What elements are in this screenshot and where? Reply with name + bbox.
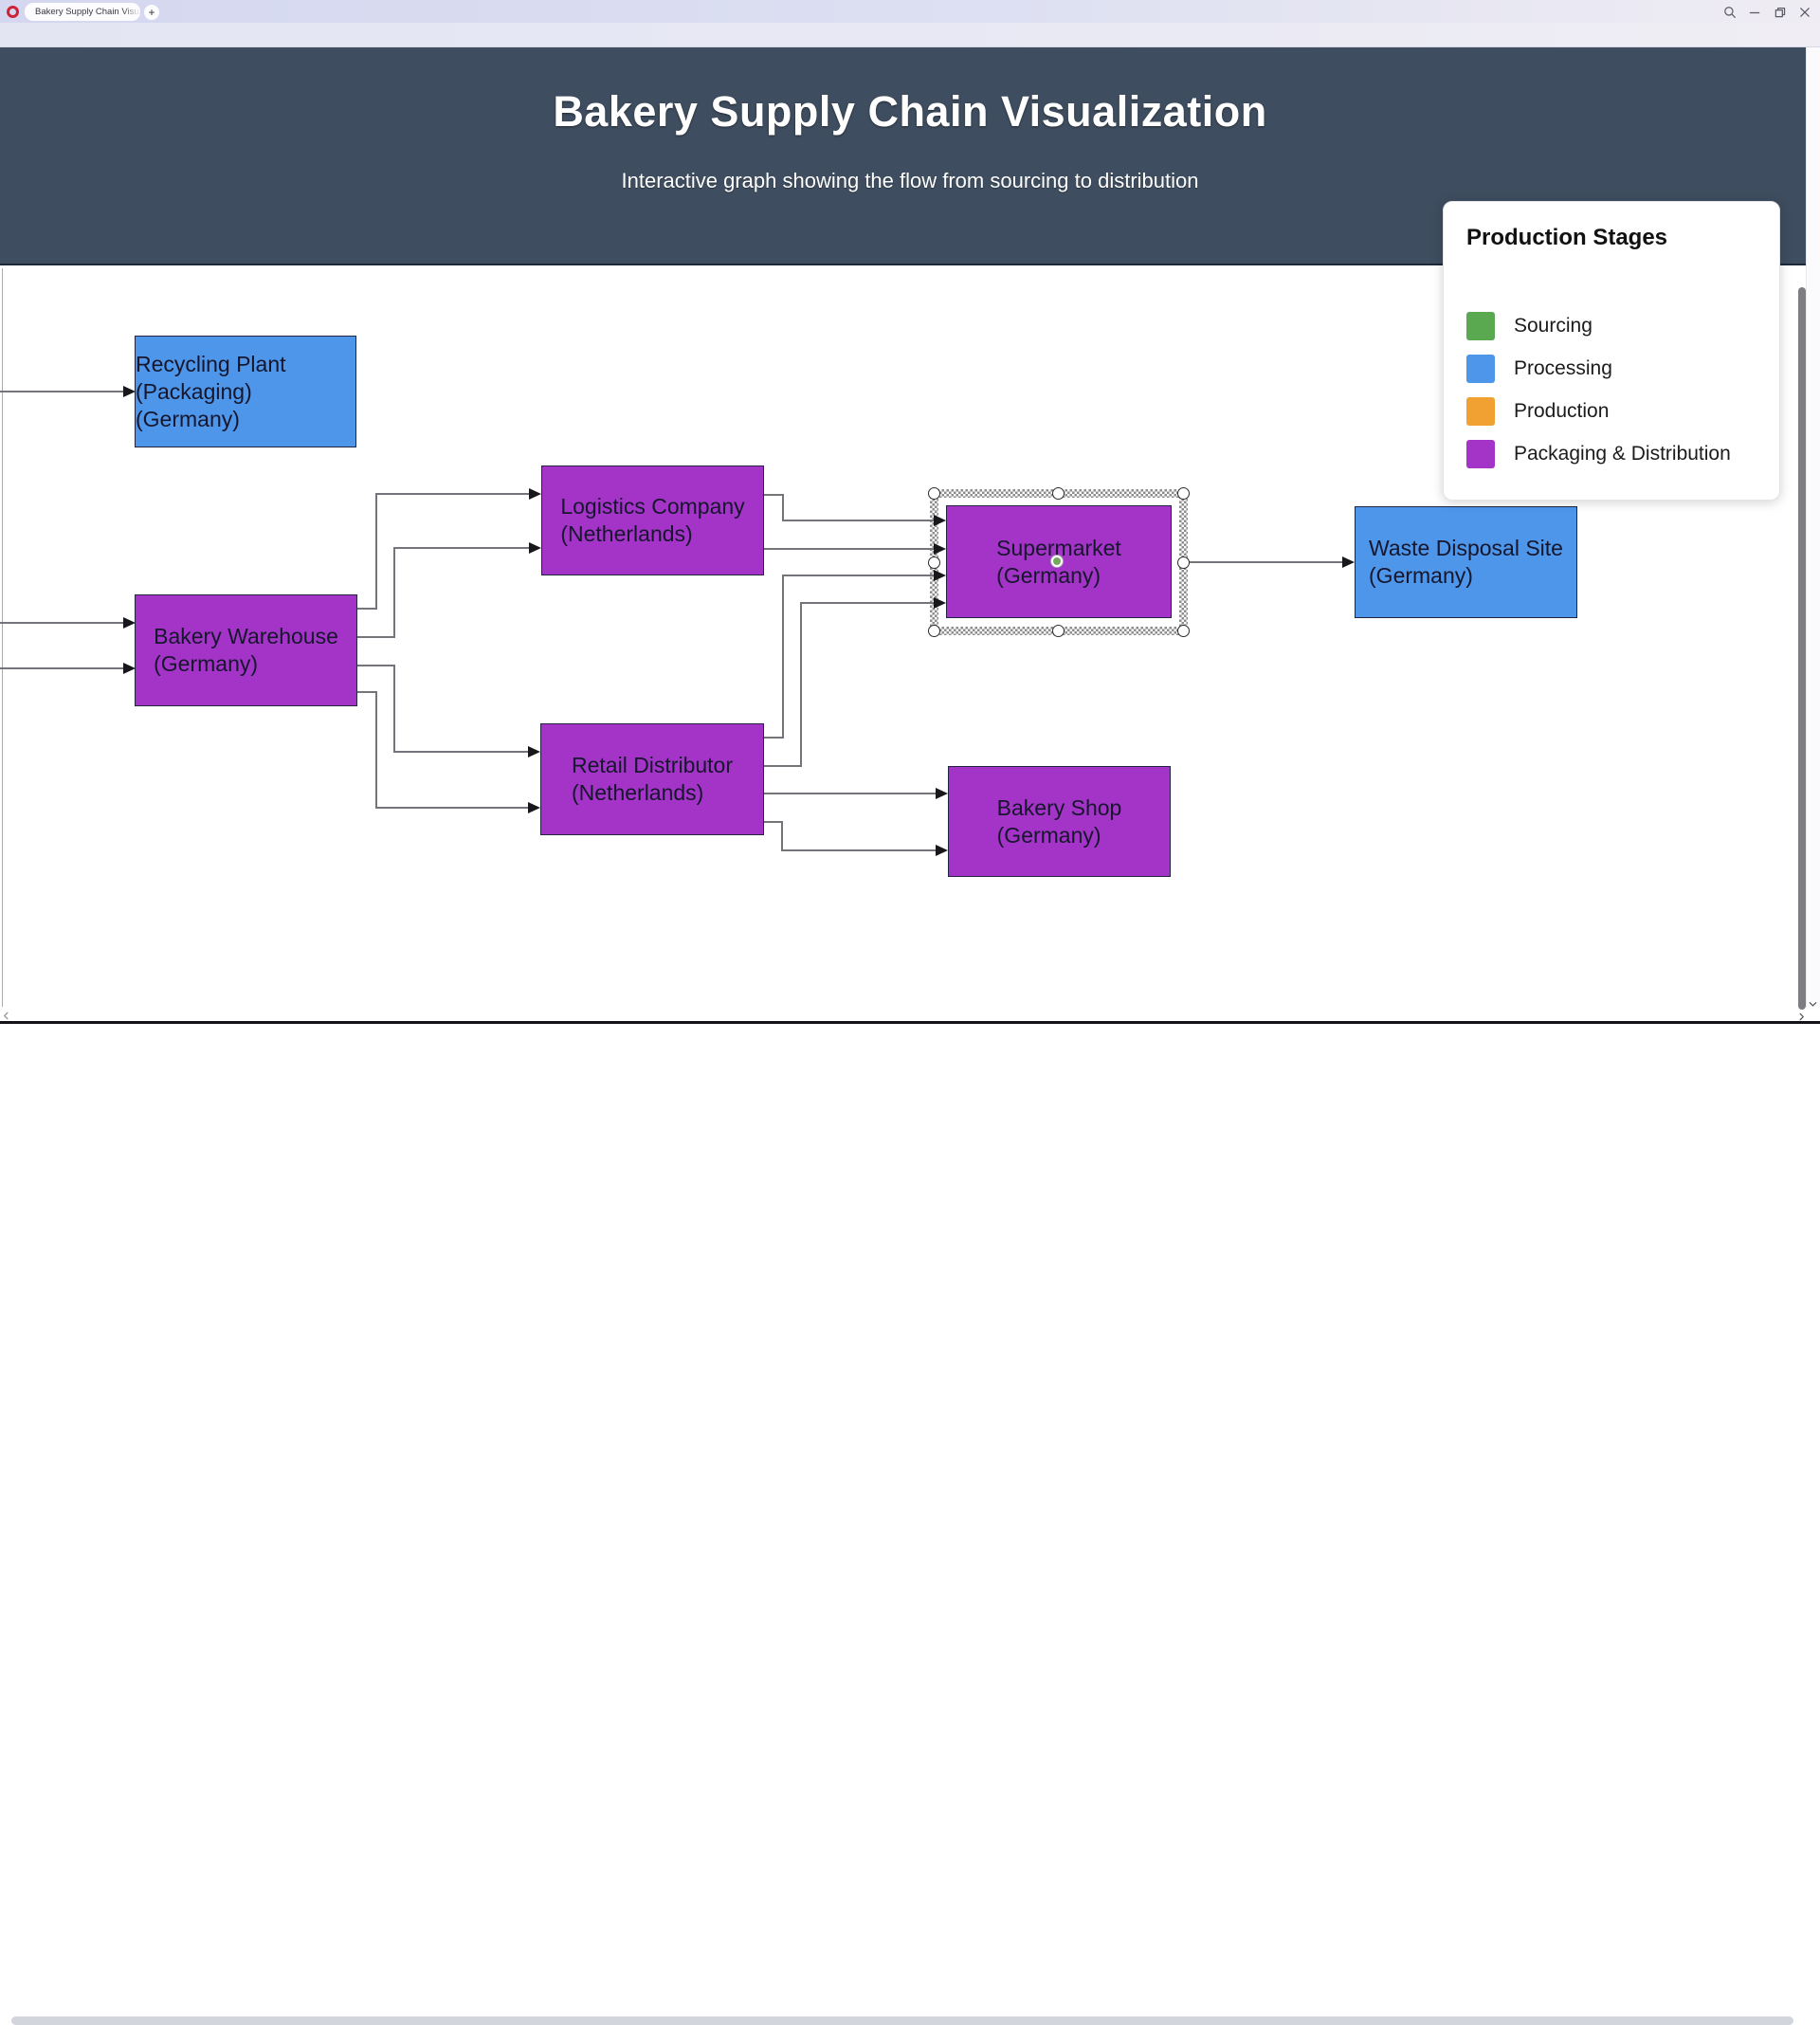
edge-warehouse-retail-2[interactable] [357,691,376,693]
arrowhead [529,488,541,500]
close-button[interactable] [1797,5,1811,19]
resize-handle-top-left[interactable] [928,487,940,500]
resize-handle-bottom-left[interactable] [928,625,940,637]
arrowhead [123,386,136,397]
resize-handle-bottom-center[interactable] [1052,625,1065,637]
minimize-button[interactable] [1747,5,1761,19]
horizontal-scrollbar-track[interactable] [0,1007,1820,2025]
opera-logo-icon[interactable] [7,6,19,18]
arrowhead [934,570,946,581]
legend-item-processing: Processing [1466,355,1612,383]
resize-handle-mid-left[interactable] [928,556,940,569]
node-label: Retail Distributor (Netherlands) [572,753,733,805]
legend-title: Production Stages [1466,225,1668,250]
window-bottom-edge [0,1021,1820,1024]
window-search-icon[interactable] [1722,5,1737,19]
resize-handle-mid-right[interactable] [1177,556,1190,569]
tab-title: Bakery Supply Chain Visua [35,7,140,17]
arrowhead [936,788,948,799]
web-page: Bakery Supply Chain Visualization Intera… [0,47,1820,1007]
resize-handle-top-right[interactable] [1177,487,1190,500]
node-bakery-warehouse[interactable]: Bakery Warehouse (Germany) [135,594,357,706]
node-label: Logistics Company (Netherlands) [560,494,745,546]
legend-item-sourcing: Sourcing [1466,312,1592,340]
edge-retail-shop-1[interactable] [764,793,936,794]
edge-logistics-supermarket-2[interactable] [764,548,935,550]
browser-tab[interactable]: Bakery Supply Chain Visua [25,3,140,21]
browser-addressbar: localhost :3001 [0,23,1820,67]
new-tab-button[interactable]: + [144,5,159,20]
edge-warehouse-retail-1[interactable] [357,665,395,666]
node-label: Bakery Warehouse (Germany) [154,624,338,676]
packaging-swatch [1466,440,1495,468]
browser-titlebar: Bakery Supply Chain Visua + [0,0,1820,23]
node-recycling-plant[interactable]: Recycling Plant (Packaging) (Germany) [135,336,356,447]
edge-retail-supermarket-2[interactable] [764,765,802,767]
edge-retail-supermarket-1[interactable] [764,737,783,739]
node-label: Bakery Shop (Germany) [996,794,1122,848]
sourcing-swatch [1466,312,1495,340]
restore-button[interactable] [1773,5,1787,19]
edge-supermarket-waste[interactable] [1184,561,1342,563]
scroll-left-arrow[interactable] [1,1009,11,1026]
production-swatch [1466,397,1495,426]
legend-panel: Production Stages Sourcing Processing Pr… [1443,201,1780,501]
edge-warehouse-logistics-2[interactable] [357,636,395,638]
horizontal-scrollbar-thumb[interactable] [11,2016,1793,2025]
page-subtitle: Interactive graph showing the flow from … [621,169,1199,192]
node-waste-disposal-site[interactable]: Waste Disposal Site (Germany) [1355,506,1577,618]
edge-warehouse-logistics-1[interactable] [357,608,376,610]
arrowhead [934,515,946,526]
graph-canvas-left-border [2,268,3,1007]
edge-retail-shop-2[interactable] [764,821,783,823]
node-logistics-company[interactable]: Logistics Company (Netherlands) [541,465,764,575]
edge-to-warehouse-1[interactable] [0,622,123,624]
arrowhead [123,663,136,674]
arrowhead [934,597,946,609]
arrowhead [529,542,541,554]
node-label: Waste Disposal Site (Germany) [1369,536,1563,588]
edge-to-warehouse-2[interactable] [0,667,123,669]
node-bakery-shop[interactable]: Bakery Shop (Germany) [948,766,1171,877]
arrowhead [528,746,540,757]
arrowhead [934,543,946,555]
node-anchor-dot[interactable] [1051,556,1063,567]
page-title: Bakery Supply Chain Visualization [553,87,1267,136]
arrowhead [528,802,540,813]
legend-item-production: Production [1466,397,1609,426]
arrowhead [1342,556,1355,568]
scroll-down-arrow[interactable] [1808,997,1818,1014]
scroll-right-arrow[interactable] [1796,1010,1807,1027]
resize-handle-bottom-right[interactable] [1177,625,1190,637]
edge-to-recycling[interactable] [0,391,123,392]
vertical-scrollbar-thumb[interactable] [1798,287,1806,1010]
node-retail-distributor[interactable]: Retail Distributor (Netherlands) [540,723,764,835]
arrowhead [936,845,948,856]
vertical-scrollbar-track[interactable] [1806,47,1820,1007]
edge-logistics-supermarket-1[interactable] [764,494,783,496]
resize-handle-top-center[interactable] [1052,487,1065,500]
node-label: Recycling Plant (Packaging) (Germany) [136,351,286,431]
arrowhead [123,617,136,629]
legend-item-packaging: Packaging & Distribution [1466,440,1731,468]
processing-swatch [1466,355,1495,383]
